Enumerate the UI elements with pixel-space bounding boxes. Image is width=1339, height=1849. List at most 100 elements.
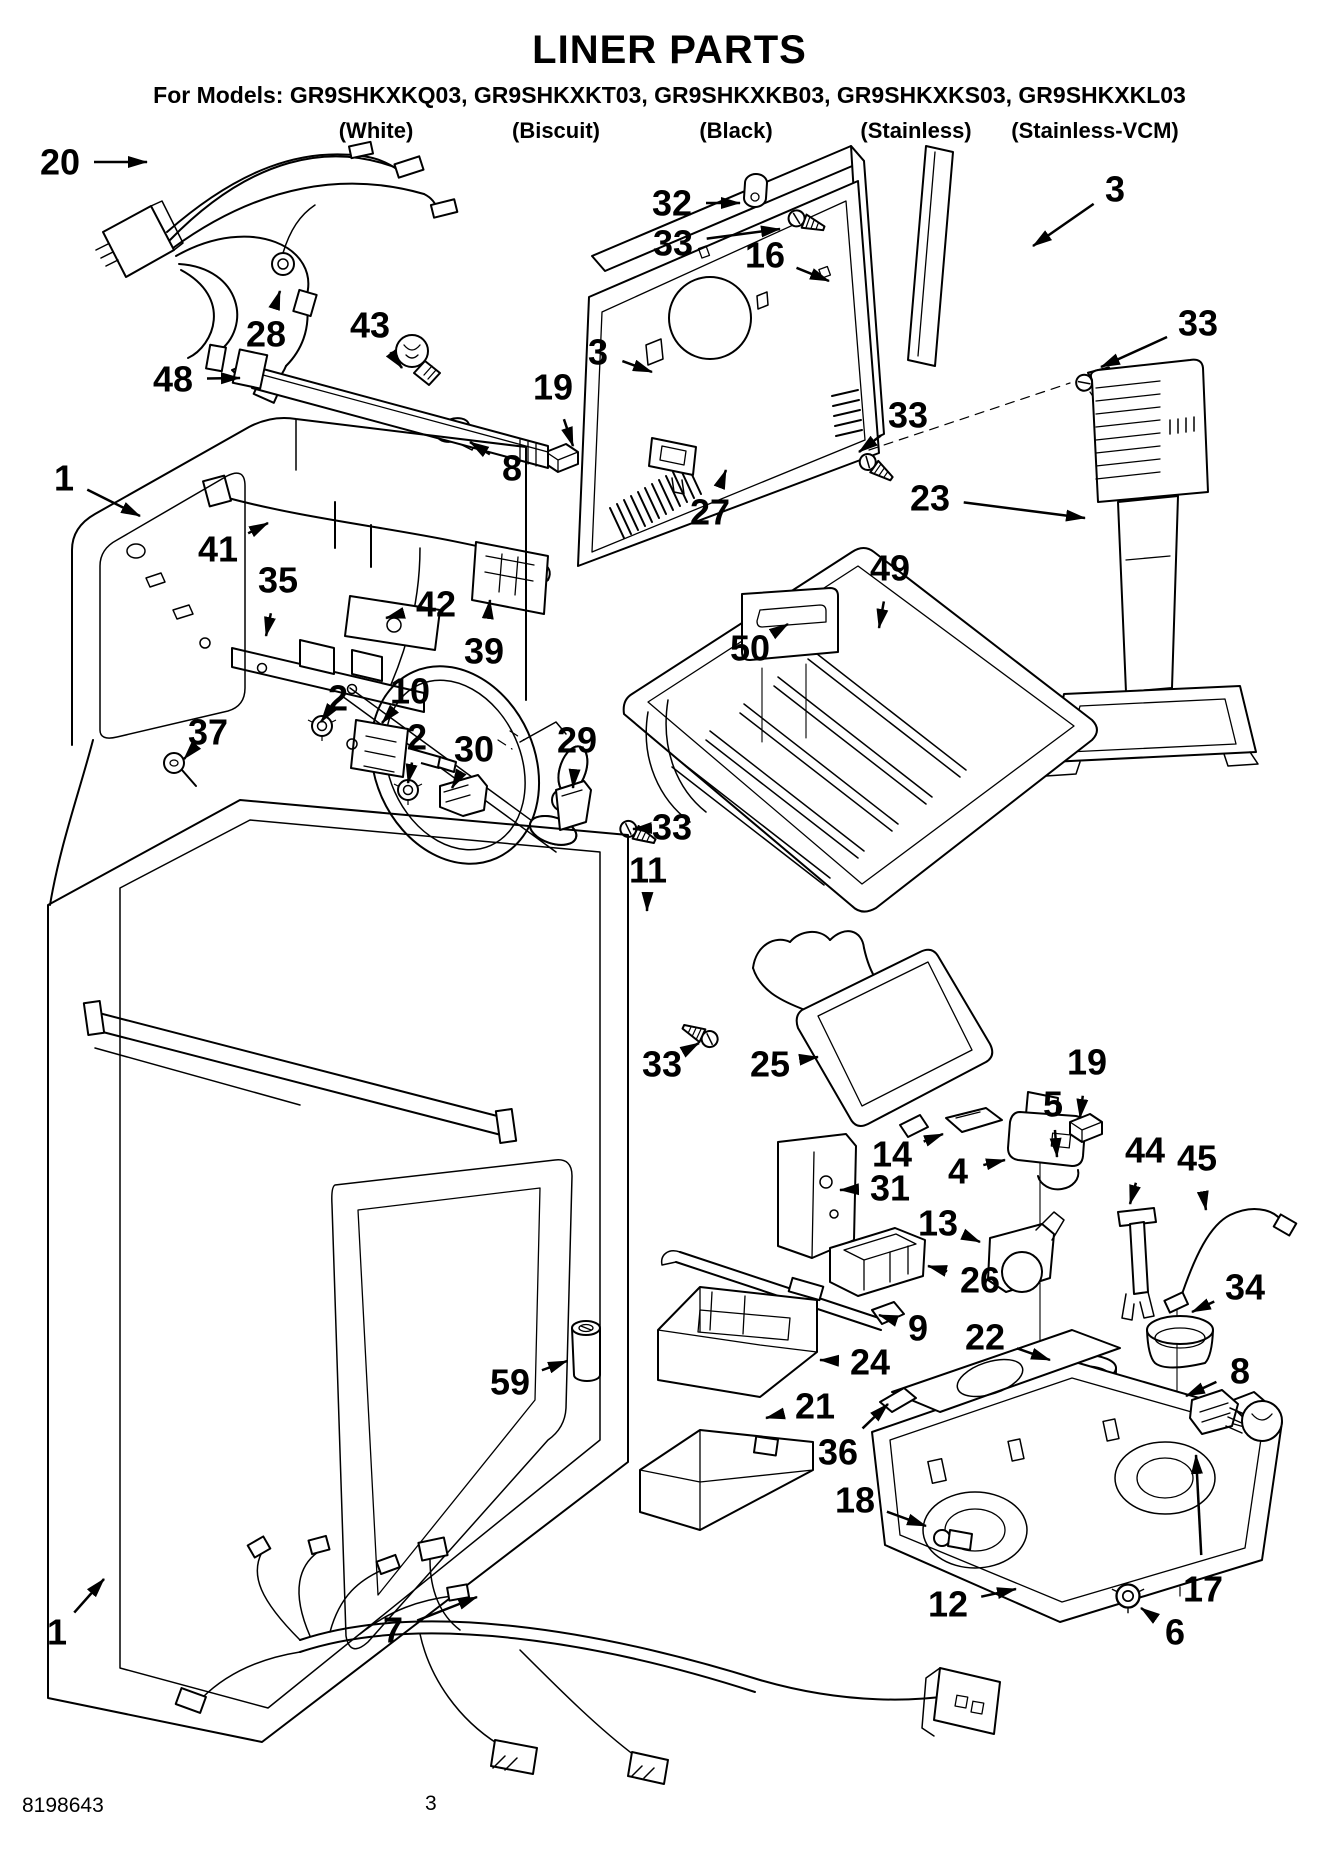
callout-arrow — [1032, 202, 1095, 248]
callout-number: 32 — [652, 183, 692, 224]
callout-number: 30 — [454, 729, 494, 770]
callout-27: 27 — [690, 469, 730, 533]
callout-arrow — [768, 622, 789, 640]
callout-37: 37 — [183, 712, 228, 760]
callout-25: 25 — [750, 1044, 819, 1085]
callout-number: 12 — [928, 1584, 968, 1625]
callout-43: 43 — [350, 305, 404, 369]
callout-number: 44 — [1125, 1130, 1165, 1171]
callout-arrow — [405, 762, 418, 784]
callout-number: 33 — [1178, 303, 1218, 344]
callout-30: 30 — [450, 729, 494, 789]
callout-arrow — [765, 1407, 786, 1420]
callout-31: 31 — [839, 1168, 910, 1209]
callout-number: 1 — [54, 458, 74, 499]
callout-1: 1 — [47, 1578, 105, 1653]
callout-arrow — [1140, 1606, 1160, 1624]
callout-number: 11 — [629, 850, 667, 891]
callout-33: 33 — [653, 223, 781, 264]
callout-6: 6 — [1140, 1606, 1185, 1653]
callout-21: 21 — [765, 1386, 835, 1427]
callout-arrow — [819, 1354, 840, 1367]
callout-26: 26 — [927, 1260, 1000, 1301]
callout-3: 3 — [588, 332, 653, 374]
foam-covers-drawing — [639, 1286, 818, 1531]
finish-label: (White) — [338, 118, 414, 143]
lamp-housing-drawing — [871, 1329, 1283, 1623]
callout-2: 2 — [319, 678, 348, 723]
callout-18: 18 — [835, 1480, 927, 1528]
callout-arrow — [798, 1053, 819, 1066]
callout-number: 33 — [642, 1044, 682, 1085]
callout-33: 33 — [858, 395, 928, 453]
callout-19: 19 — [1067, 1042, 1107, 1119]
callout-number: 29 — [557, 720, 597, 761]
callout-number: 7 — [383, 1610, 403, 1651]
callout-22: 22 — [965, 1317, 1051, 1362]
callout-number: 33 — [653, 223, 693, 264]
callout-number: 17 — [1183, 1569, 1223, 1610]
callout-arrow — [980, 1587, 1017, 1599]
callout-48: 48 — [153, 359, 241, 400]
callout-number: 45 — [1177, 1138, 1217, 1179]
callout-number: 2 — [407, 717, 427, 758]
callout-39: 39 — [464, 599, 504, 672]
callout-34: 34 — [1191, 1267, 1265, 1314]
callout-number: 18 — [835, 1480, 875, 1521]
callout-13: 13 — [918, 1203, 981, 1244]
callout-arrow — [679, 1041, 700, 1058]
callout-number: 20 — [40, 142, 80, 183]
callout-20: 20 — [40, 142, 148, 183]
callout-number: 14 — [872, 1134, 912, 1175]
callout-14: 14 — [872, 1132, 944, 1175]
callout-arrow — [960, 1228, 981, 1244]
callout-4: 4 — [948, 1151, 1006, 1192]
callout-arrow — [963, 501, 1086, 522]
callout-32: 32 — [652, 183, 741, 224]
callout-arrow — [381, 704, 400, 724]
finish-label: (Stainless) — [860, 118, 972, 143]
callout-7: 7 — [383, 1595, 478, 1651]
callout-arrow — [268, 290, 282, 311]
callout-arrow — [541, 1359, 568, 1374]
callout-number: 25 — [750, 1044, 790, 1085]
finish-label: (Black) — [699, 118, 773, 143]
callout-arrow — [1191, 1298, 1215, 1314]
wiring-harness-bottom-drawing — [174, 1534, 1001, 1785]
wiring-harness-top-drawing — [95, 140, 459, 404]
callout-number: 19 — [533, 367, 573, 408]
callout-number: 26 — [960, 1260, 1000, 1301]
callout-9: 9 — [878, 1308, 928, 1349]
callout-50: 50 — [730, 622, 789, 669]
callout-arrow — [469, 440, 491, 458]
callout-arrow — [796, 266, 830, 283]
callout-3: 3 — [1032, 169, 1125, 248]
callout-23: 23 — [910, 478, 1086, 522]
callout-arrow — [713, 469, 728, 490]
callout-arrow — [1076, 1095, 1089, 1119]
callout-12: 12 — [928, 1584, 1017, 1625]
callout-arrow — [73, 1578, 105, 1614]
callout-number: 9 — [908, 1308, 928, 1349]
document-number: 8198643 — [22, 1794, 104, 1817]
callout-arrow — [861, 1403, 889, 1430]
callout-36: 36 — [818, 1403, 889, 1473]
callout-number: 2 — [328, 678, 348, 719]
callout-number: 41 — [198, 529, 238, 570]
callout-number: 3 — [1105, 169, 1125, 210]
shelf-bracket-drawing — [752, 930, 994, 1138]
callout-44: 44 — [1125, 1130, 1165, 1205]
callout-number: 8 — [1230, 1351, 1250, 1392]
callout-arrow — [983, 1158, 1006, 1171]
drain-sleeve-drawing — [571, 1320, 601, 1382]
callout-59: 59 — [490, 1359, 568, 1403]
callout-number: 1 — [47, 1612, 67, 1653]
callout-number: 23 — [910, 478, 950, 519]
callout-arrow — [481, 599, 494, 620]
callout-24: 24 — [819, 1342, 890, 1383]
callout-number: 33 — [888, 395, 928, 436]
callout-arrow — [385, 607, 406, 620]
callout-arrow — [1196, 1190, 1209, 1211]
